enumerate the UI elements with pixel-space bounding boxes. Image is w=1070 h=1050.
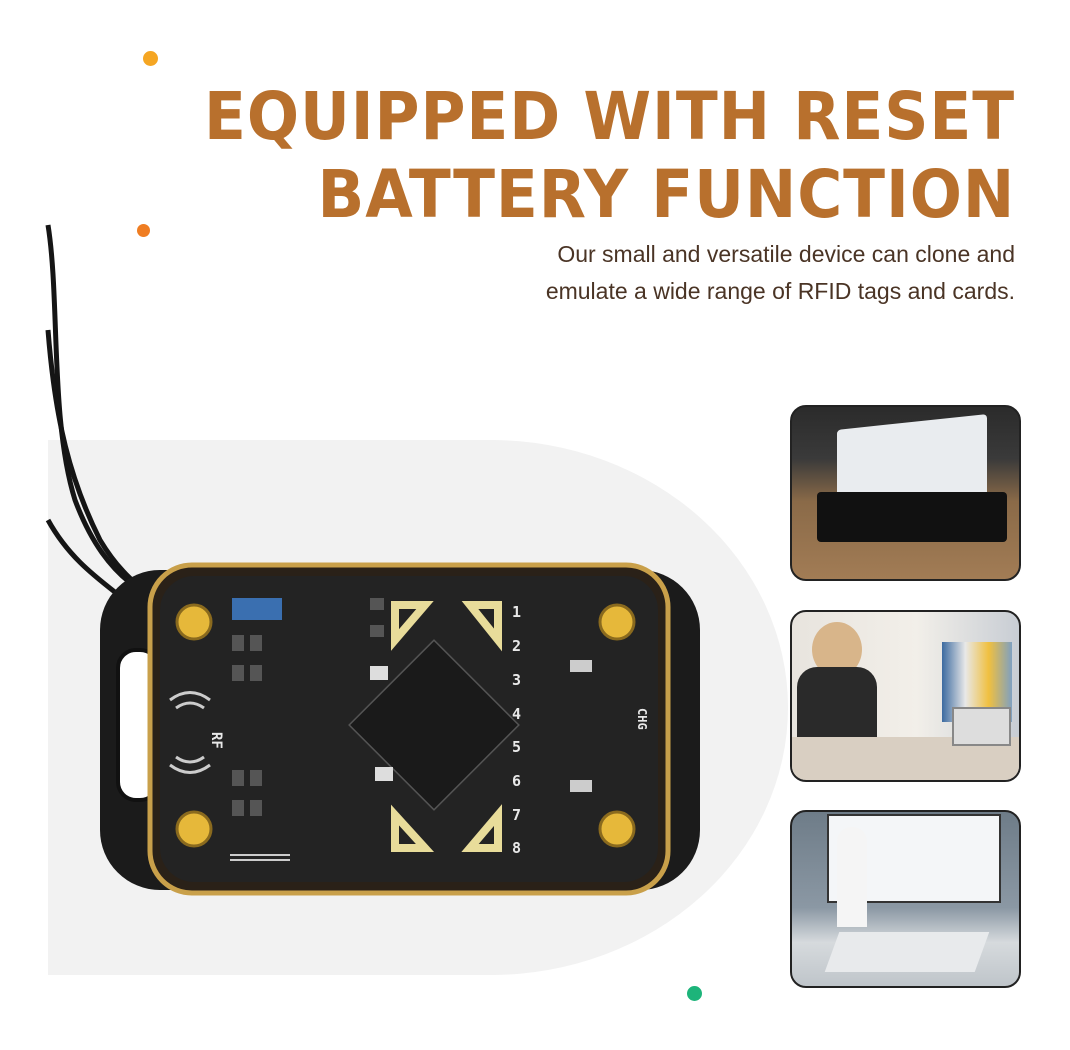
slot-number: 7 xyxy=(512,806,521,824)
woman-writing-photo xyxy=(790,610,1021,782)
slot-number: 5 xyxy=(512,738,521,756)
slot-number: 6 xyxy=(512,772,521,790)
rf-label: RF xyxy=(208,732,224,749)
smd-components xyxy=(232,598,592,816)
description-line-1: Our small and versatile device can clone… xyxy=(557,241,1015,267)
description-line-2: emulate a wide range of RFID tags and ca… xyxy=(545,278,1015,304)
chg-label: CHG xyxy=(635,708,649,730)
slot-number: 4 xyxy=(512,705,521,723)
blue-component xyxy=(232,598,282,620)
headline-line-2: BATTERY FUNCTION xyxy=(317,156,1015,233)
rfid-device-image: RF CHG 1 2 3 4 5 6 7 8 xyxy=(45,224,700,896)
slot-number: 3 xyxy=(512,671,521,689)
lanyard-cord xyxy=(45,224,152,602)
slot-number: 2 xyxy=(512,637,521,655)
meeting-presentation-photo xyxy=(790,810,1021,988)
headline-line-1: EQUIPPED WITH RESET xyxy=(203,78,1015,155)
pcb-lines xyxy=(230,854,290,861)
slot-number: 8 xyxy=(512,839,521,857)
card-reader-photo xyxy=(790,405,1021,581)
rf-waves xyxy=(169,691,211,774)
decorative-dot-orange xyxy=(137,224,150,237)
decorative-dot-yellow xyxy=(143,51,158,66)
decorative-dot-green xyxy=(687,986,702,1001)
corner-markers xyxy=(391,601,502,852)
slot-number: 1 xyxy=(512,603,521,621)
screw-holes xyxy=(175,603,636,848)
slot-numbers: 1 2 3 4 5 6 7 8 xyxy=(512,603,521,857)
